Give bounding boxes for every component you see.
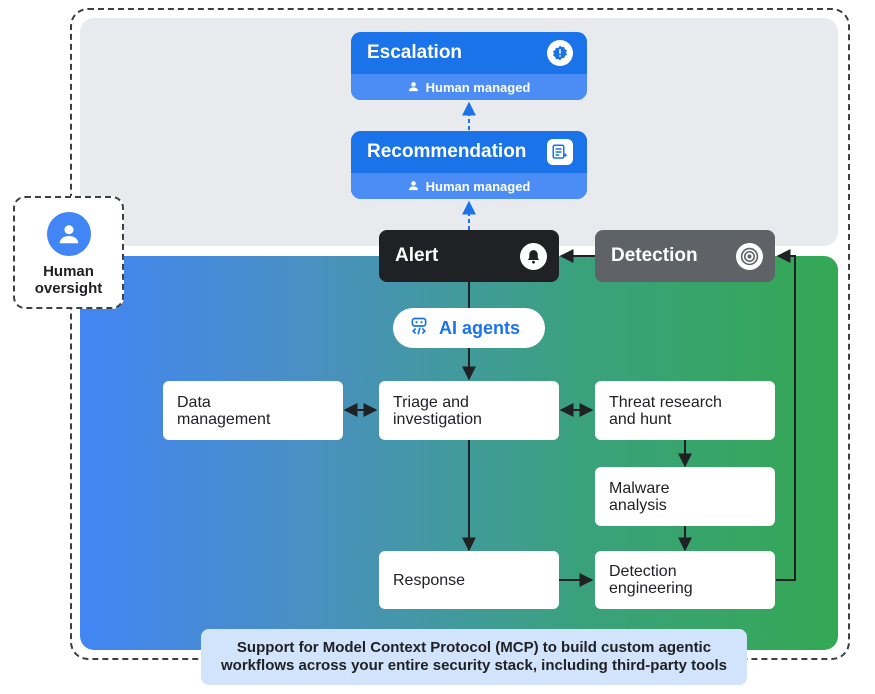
alert-card: Alert [379, 230, 559, 282]
node-data-management-label: Data management [177, 393, 271, 428]
recommendation-title: Recommendation [367, 141, 527, 162]
detection-title: Detection [611, 245, 698, 266]
node-detection-engineering: Detection engineering [595, 551, 775, 609]
person-icon [46, 212, 91, 256]
bell-icon [520, 243, 547, 270]
node-response: Response [379, 551, 559, 609]
node-triage-label: Triage and investigation [393, 393, 482, 428]
ai-agents-pill: AI agents [393, 308, 545, 348]
human-oversight-box: Human oversight [13, 196, 124, 309]
node-triage: Triage and investigation [379, 381, 559, 440]
detection-card: Detection [595, 230, 775, 282]
node-threat-research: Threat research and hunt [595, 381, 775, 440]
robot-icon [409, 316, 429, 341]
node-threat-research-label: Threat research and hunt [609, 393, 722, 428]
node-detection-engineering-label: Detection engineering [609, 563, 693, 597]
escalation-card: Escalation Human managed [351, 32, 587, 100]
escalation-title: Escalation [367, 42, 463, 63]
node-response-label: Response [393, 571, 466, 589]
person-small-icon [408, 179, 419, 194]
person-small-icon [408, 80, 419, 95]
alert-title: Alert [395, 245, 439, 266]
recommendation-card: Recommendation Human managed [351, 131, 587, 199]
alert-shield-icon [547, 40, 573, 66]
ai-agents-label: AI agents [439, 317, 521, 338]
document-sparkle-icon [547, 139, 573, 165]
recommendation-subtitle: Human managed [425, 178, 531, 194]
mcp-support-text: Support for Model Context Protocol (MCP)… [221, 639, 727, 674]
human-oversight-label: Human oversight [34, 263, 103, 297]
target-icon [736, 243, 763, 270]
node-data-management: Data management [163, 381, 343, 440]
mcp-support-note: Support for Model Context Protocol (MCP)… [201, 629, 747, 685]
node-malware-analysis-label: Malware analysis [609, 479, 670, 514]
escalation-subtitle: Human managed [425, 79, 531, 95]
node-malware-analysis: Malware analysis [595, 467, 775, 526]
